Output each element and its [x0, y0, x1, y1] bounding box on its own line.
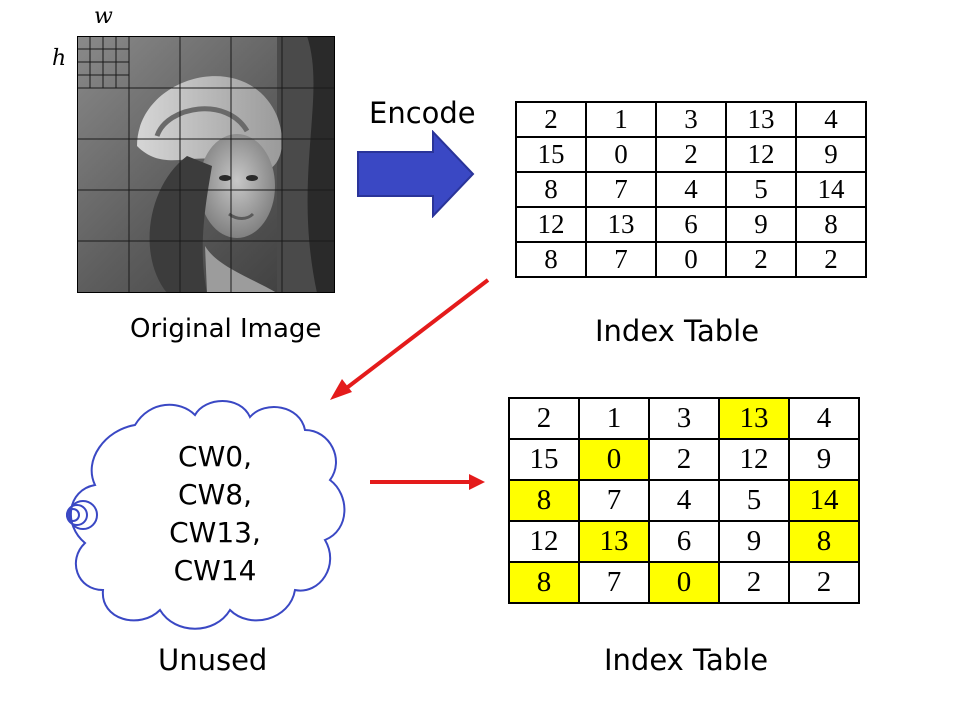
red-horizontal-arrow-icon [370, 474, 485, 490]
table-cell: 13 [718, 397, 790, 440]
unused-codewords: CW0, CW8, CW13, CW14 [150, 438, 280, 590]
table-cell: 4 [788, 397, 860, 440]
table-cell: 0 [648, 561, 720, 604]
encode-label: Encode [369, 96, 476, 130]
table-cell: 12 [725, 136, 797, 173]
table-cell: 8 [795, 206, 867, 243]
table-cell: 5 [725, 171, 797, 208]
table-cell: 14 [788, 479, 860, 522]
unused-codeword: CW0, [178, 440, 252, 473]
table-cell: 4 [648, 479, 720, 522]
table-cell: 12 [515, 206, 587, 243]
table-cell: 0 [585, 136, 657, 173]
table-cell: 13 [725, 101, 797, 138]
table-cell: 15 [508, 438, 580, 481]
table-cell: 2 [515, 101, 587, 138]
table-cell: 6 [648, 520, 720, 563]
table-cell: 2 [718, 561, 790, 604]
table-cell: 1 [578, 397, 650, 440]
table-cell: 9 [795, 136, 867, 173]
table-cell: 15 [515, 136, 587, 173]
table-cell: 2 [788, 561, 860, 604]
table-cell: 13 [578, 520, 650, 563]
table-cell: 9 [725, 206, 797, 243]
table-cell: 8 [515, 241, 587, 278]
table-cell: 12 [718, 438, 790, 481]
table-cell: 2 [655, 136, 727, 173]
table-cell: 5 [718, 479, 790, 522]
table-cell: 0 [578, 438, 650, 481]
table-cell: 7 [585, 171, 657, 208]
table-cell: 2 [508, 397, 580, 440]
table-cell: 7 [578, 561, 650, 604]
table-cell: 7 [585, 241, 657, 278]
table-cell: 8 [508, 561, 580, 604]
table-cell: 8 [508, 479, 580, 522]
table-cell: 4 [795, 101, 867, 138]
red-diagonal-arrow-icon [330, 278, 490, 400]
unused-cloud [66, 400, 346, 630]
unused-codeword: CW8, [178, 478, 252, 511]
index-table-top-caption: Index Table [595, 314, 760, 348]
table-cell: 0 [655, 241, 727, 278]
height-symbol: h [52, 46, 67, 71]
table-cell: 8 [515, 171, 587, 208]
unused-caption: Unused [158, 643, 268, 677]
table-cell: 7 [578, 479, 650, 522]
table-cell: 2 [648, 438, 720, 481]
width-symbol: w [94, 4, 113, 29]
portrait-photo [77, 36, 335, 293]
table-cell: 8 [788, 520, 860, 563]
table-cell: 4 [655, 171, 727, 208]
encode-arrow-icon [357, 130, 475, 218]
unused-codeword: CW13, [169, 516, 261, 549]
table-cell: 14 [795, 171, 867, 208]
table-cell: 6 [655, 206, 727, 243]
table-cell: 3 [648, 397, 720, 440]
table-cell: 9 [788, 438, 860, 481]
table-cell: 2 [795, 241, 867, 278]
table-cell: 3 [655, 101, 727, 138]
original-image-caption: Original Image [130, 314, 322, 344]
table-cell: 12 [508, 520, 580, 563]
index-table-bottom-caption: Index Table [604, 643, 769, 677]
unused-codeword: CW14 [173, 554, 257, 587]
original-image [77, 36, 335, 293]
table-cell: 13 [585, 206, 657, 243]
table-cell: 9 [718, 520, 790, 563]
table-cell: 2 [725, 241, 797, 278]
table-cell: 1 [585, 101, 657, 138]
